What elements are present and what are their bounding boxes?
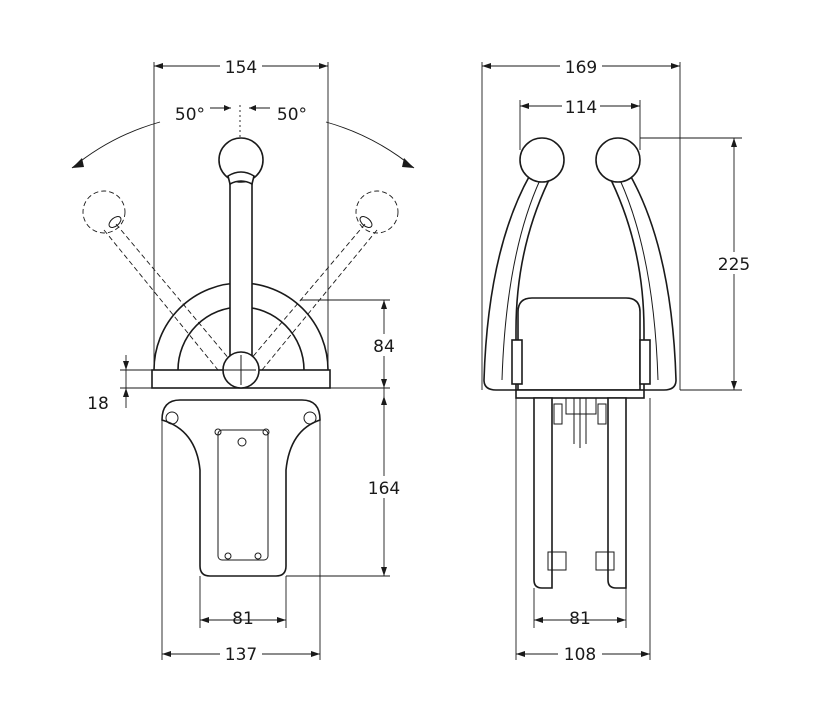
- tilted-lever-left-ghost: [82, 190, 231, 371]
- front-base-plate: [161, 399, 321, 577]
- main-lever: [218, 137, 264, 389]
- height-upper-label: 84: [373, 337, 395, 357]
- side-lever-left: [483, 137, 565, 391]
- side-housing: [511, 297, 651, 391]
- dimension-labels: 154 50° 50° 84 18 164 81 137 169 114 225…: [87, 56, 756, 665]
- angle-right-label: 50°: [277, 105, 307, 125]
- height-lower-label: 164: [368, 479, 400, 499]
- side-view: [481, 62, 742, 660]
- side-lever-right: [595, 137, 677, 391]
- front-base-width-label: 137: [225, 645, 257, 665]
- angle-left-label: 50°: [175, 105, 205, 125]
- front-width-top-label: 154: [225, 58, 257, 78]
- side-width-top-label: 169: [565, 58, 597, 78]
- side-base-width-label: 108: [564, 645, 596, 665]
- knob-spacing-label: 114: [565, 98, 597, 118]
- side-mechanism: [515, 389, 645, 589]
- front-view: [71, 62, 415, 660]
- side-inner-width-label: 81: [569, 609, 591, 629]
- front-inner-width-label: 81: [232, 609, 254, 629]
- offset-small-label: 18: [87, 394, 109, 414]
- overall-height-label: 225: [718, 255, 750, 275]
